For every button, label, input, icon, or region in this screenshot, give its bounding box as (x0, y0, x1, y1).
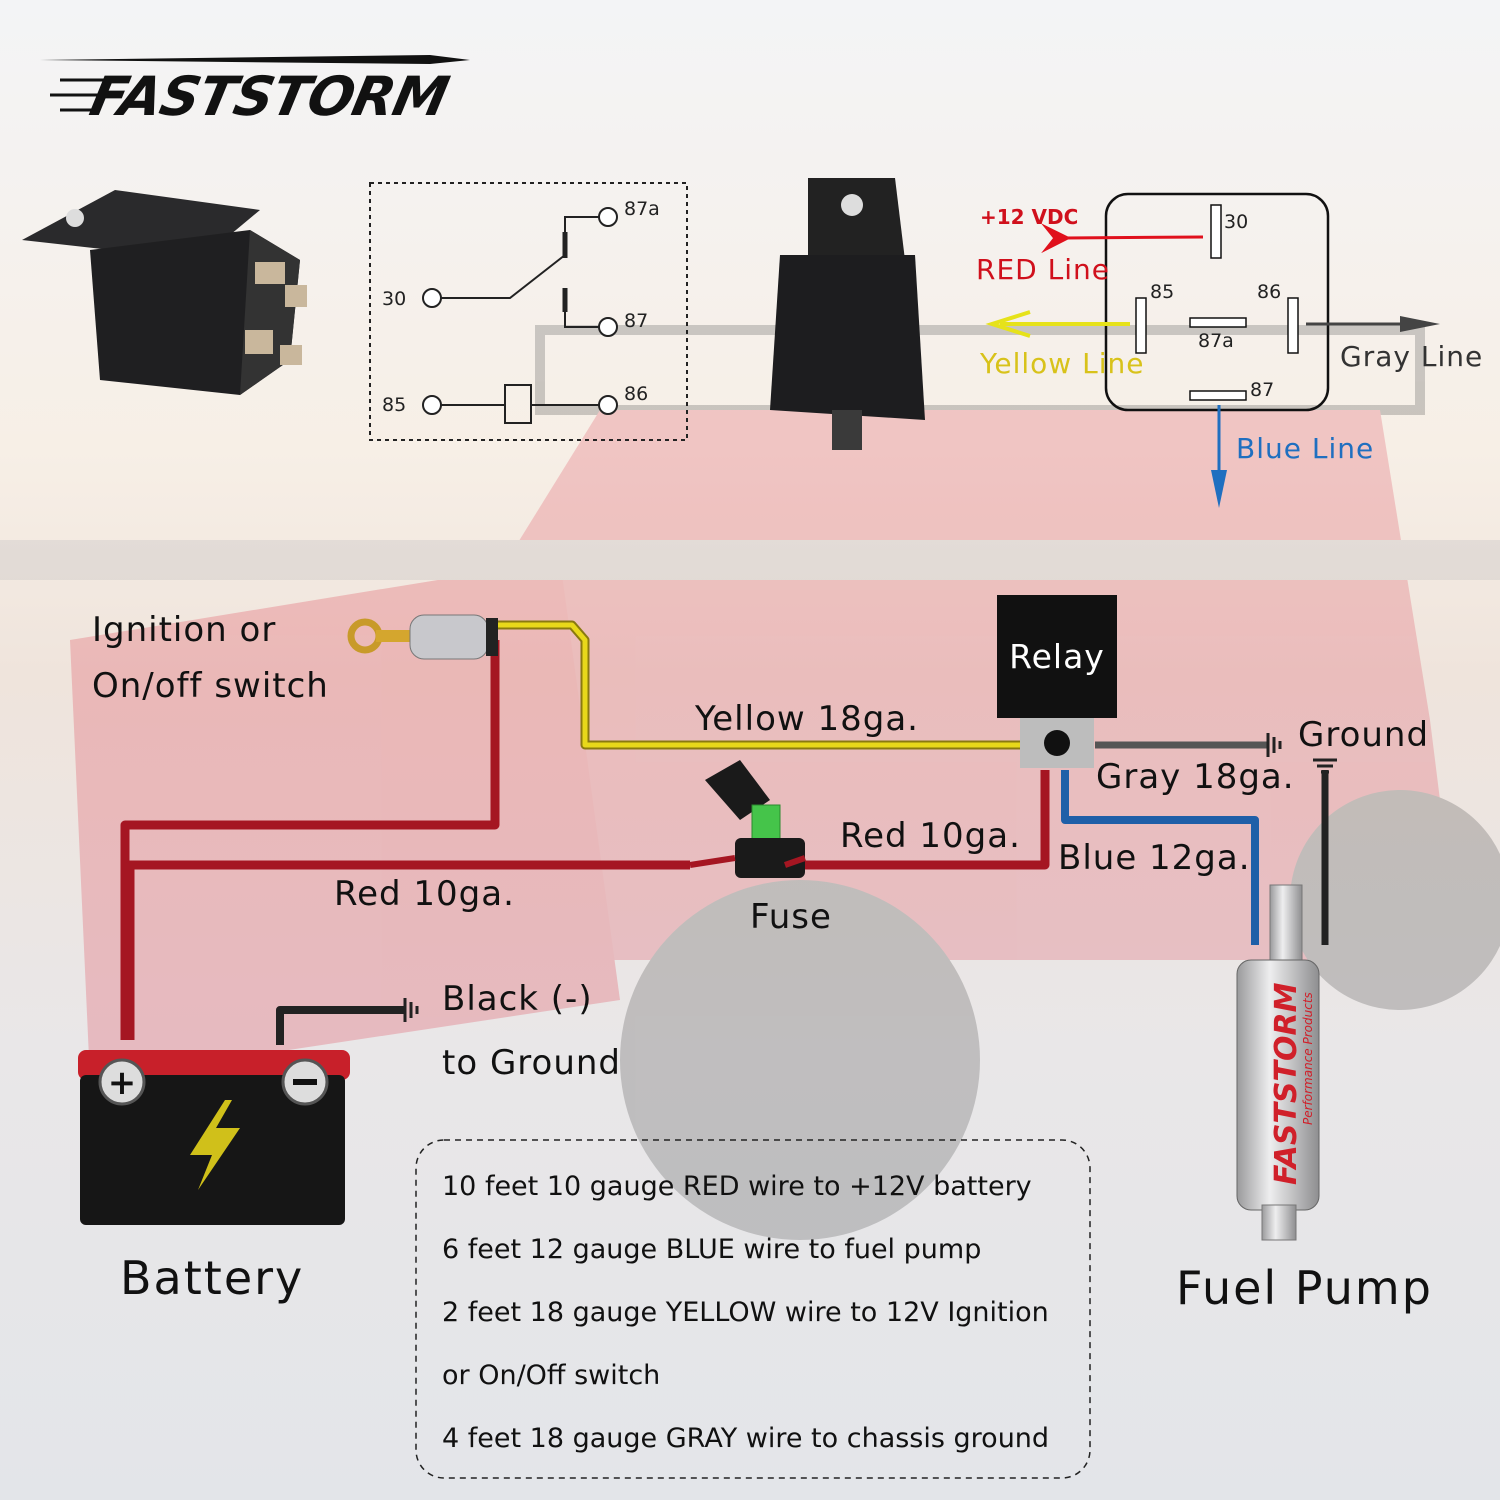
gray-line-label: Gray Line (1340, 340, 1483, 373)
spec-line-yellow: 2 feet 18 gauge YELLOW wire to 12V Ignit… (442, 1297, 1049, 1328)
red-wire-fuse (125, 770, 1050, 1040)
spec-line-blue: 6 feet 12 gauge BLUE wire to fuel pump (442, 1234, 981, 1265)
blue-line-label: Blue Line (1236, 432, 1374, 465)
ground-label: Ground (1298, 715, 1429, 755)
yellow-wire-label: Yellow 18ga. (694, 699, 919, 739)
fuel-pump-label: Fuel Pump (1176, 1261, 1433, 1315)
fuse-label: Fuse (750, 897, 832, 937)
yellow-arrow (985, 310, 1031, 338)
spec-line-yellow-cont: or On/Off switch (442, 1360, 660, 1391)
black-wire (276, 1006, 405, 1045)
blue-arrow (1211, 470, 1227, 508)
pin-label-85: 85 (382, 394, 406, 416)
jeep-background-image (0, 325, 1500, 1240)
pin-label-86: 86 (624, 383, 648, 405)
pin-label-87: 87 (624, 310, 648, 332)
wires (120, 620, 1329, 1045)
relay-pinout: 30 85 86 87a 87 +12 VDC RED Line Yellow … (976, 192, 1483, 508)
spec-line-red: 10 feet 10 gauge RED wire to +12V batter… (442, 1171, 1032, 1202)
gray-wire-label: Gray 18ga. (1096, 757, 1295, 797)
gray-arrow (1400, 316, 1440, 332)
red-arrow (1040, 223, 1204, 254)
relay-schematic: 87a 30 87 85 86 (369, 182, 688, 441)
svg-text:+: + (108, 1063, 137, 1103)
yellow-line-label: Yellow Line (979, 347, 1144, 380)
red-wire-label-right: Red 10ga. (840, 816, 1021, 856)
switch-label-line2: On/off switch (92, 666, 329, 706)
pin-label-87a: 87a (624, 198, 660, 220)
relay-photo-front (770, 178, 925, 450)
pinout-87: 87 (1250, 379, 1274, 401)
pump-logo: FASTSTORM (1269, 982, 1304, 1185)
svg-text:FASTSTORM: FASTSTORM (85, 65, 454, 128)
red-wire-label-left: Red 10ga. (334, 874, 515, 914)
red-wire-switch (120, 640, 500, 1040)
ignition-switch-icon (347, 614, 498, 660)
pinout-87a: 87a (1198, 330, 1234, 352)
yellow-wire (497, 622, 1020, 748)
switch-label-line1: Ignition or (92, 610, 276, 650)
ground-icon (403, 733, 1337, 1022)
blue-wire (1061, 770, 1259, 945)
fuse-holder-icon (689, 760, 806, 878)
black-wire-label-line2: to Ground (442, 1043, 621, 1083)
vdc-label: +12 VDC (980, 205, 1078, 229)
pin-label-30: 30 (382, 288, 406, 310)
pinout-85: 85 (1150, 281, 1174, 303)
pinout-86: 86 (1257, 281, 1281, 303)
blue-wire-label: Blue 12ga. (1058, 838, 1251, 878)
fuel-pump-icon: FASTSTORM Performance Products (1236, 884, 1320, 1241)
spec-line-gray: 4 feet 18 gauge GRAY wire to chassis gro… (442, 1423, 1049, 1454)
red-line-label: RED Line (976, 253, 1110, 286)
relay-block: Relay (997, 595, 1117, 768)
faststorm-logo: FASTSTORM (40, 55, 470, 128)
battery-label: Battery (120, 1251, 304, 1305)
battery-icon: + (78, 1050, 350, 1225)
pinout-30: 30 (1224, 211, 1248, 233)
pump-tagline: Performance Products (1301, 992, 1315, 1125)
black-wire-label-line1: Black (-) (442, 979, 593, 1019)
relay-photo-angled (22, 190, 307, 395)
relay-label: Relay (1009, 637, 1105, 676)
wire-spec-box: 10 feet 10 gauge RED wire to +12V batter… (415, 1139, 1091, 1479)
